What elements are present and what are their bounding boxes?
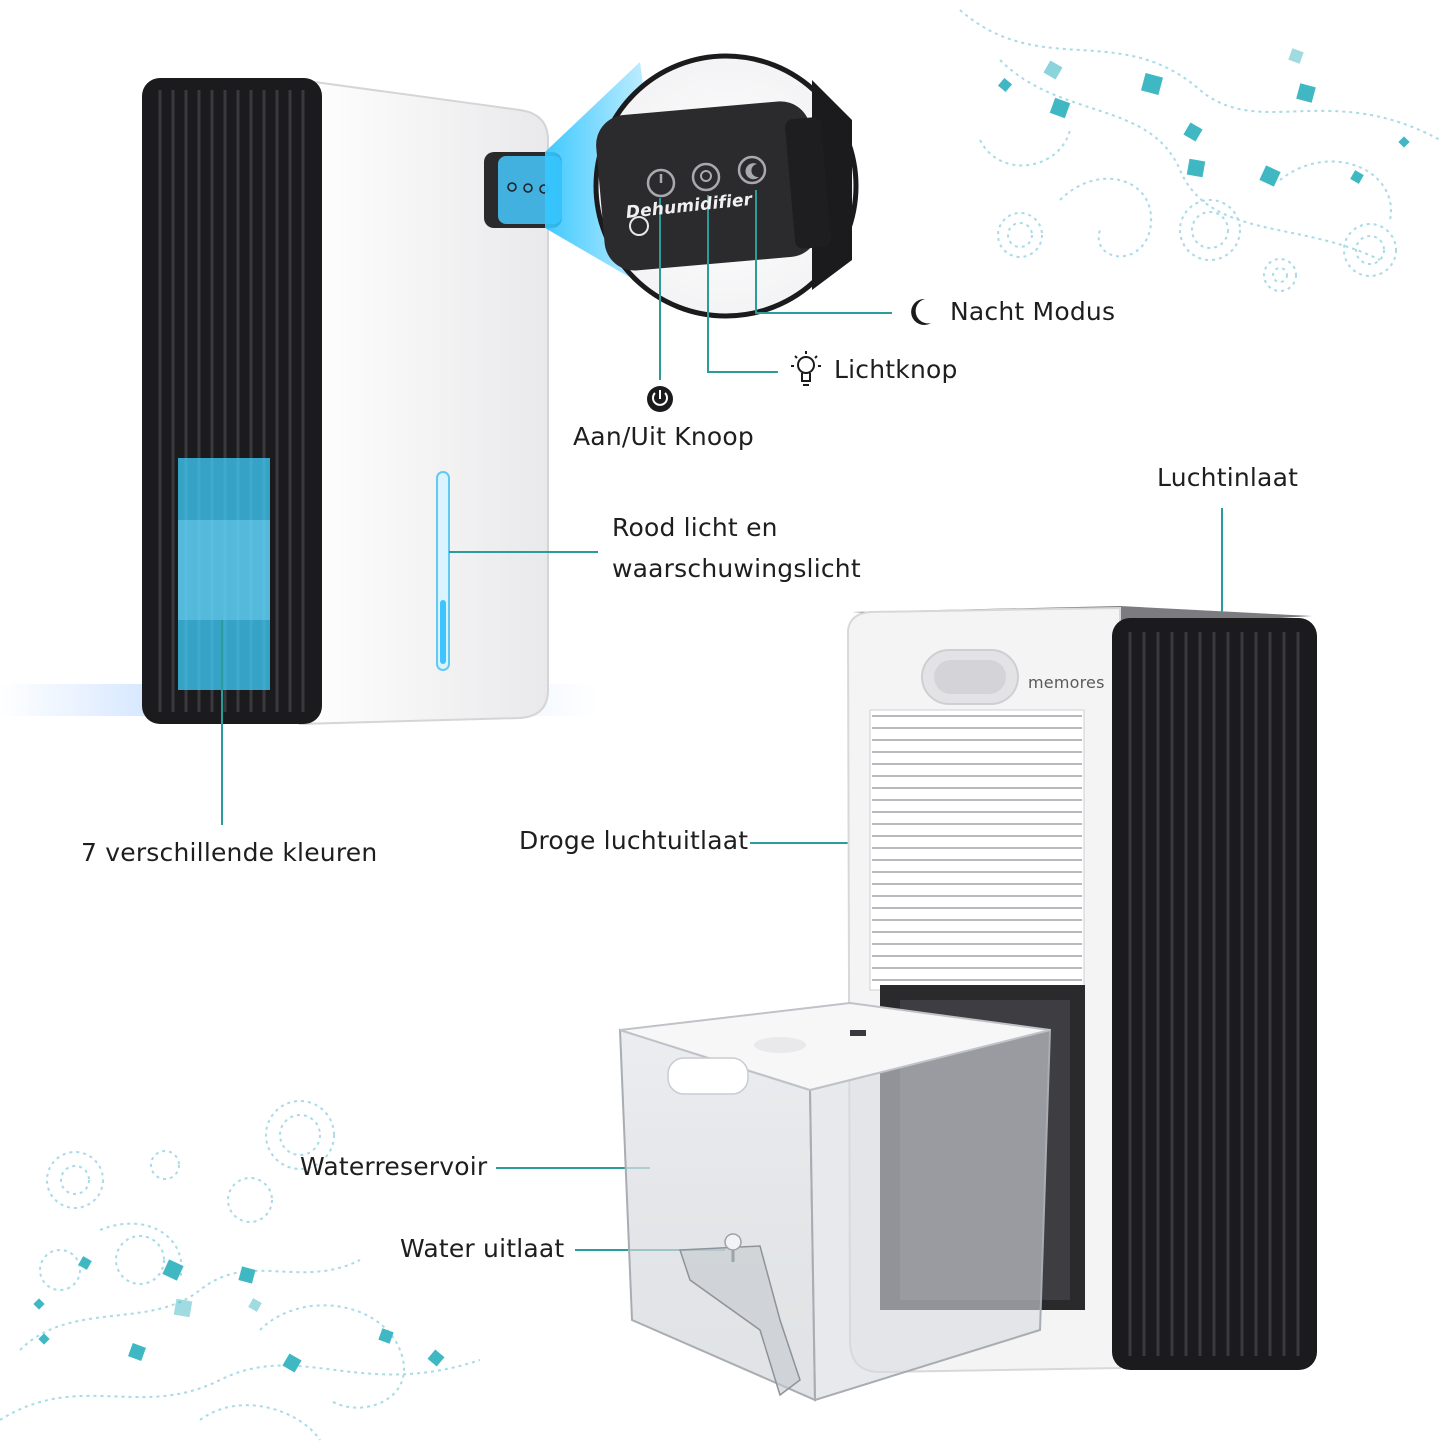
decorative-diamonds-top-right: [997, 48, 1410, 187]
label-dry-air-outlet: Droge luchtuitlaat: [519, 826, 749, 855]
label-red-light-line1: Rood licht en: [612, 513, 778, 542]
bulb-icon: [791, 351, 821, 386]
control-panel-zoom: [593, 53, 859, 319]
decorative-diamonds-bottom-left: [33, 1256, 445, 1373]
label-power-button: Aan/Uit Knoop: [573, 422, 754, 451]
moon-icon: [911, 298, 931, 325]
decorative-swirl-top-right: [959, 9, 1441, 292]
power-icon: [647, 386, 673, 412]
decorative-swirl-bottom-left: [0, 1100, 481, 1441]
top-dehumidifier: [142, 62, 672, 726]
label-water-outlet: Water uitlaat: [400, 1234, 565, 1263]
device-brand-text: memores: [1028, 673, 1105, 692]
label-light-button: Lichtknop: [834, 355, 958, 384]
label-seven-colors: 7 verschillende kleuren: [81, 838, 378, 867]
label-water-tank: Waterreservoir: [300, 1152, 488, 1181]
label-red-light-line2: waarschuwingslicht: [612, 554, 861, 583]
label-air-inlet: Luchtinlaat: [1157, 463, 1299, 492]
water-tank: [618, 1001, 1052, 1402]
label-night-mode: Nacht Modus: [950, 297, 1116, 326]
